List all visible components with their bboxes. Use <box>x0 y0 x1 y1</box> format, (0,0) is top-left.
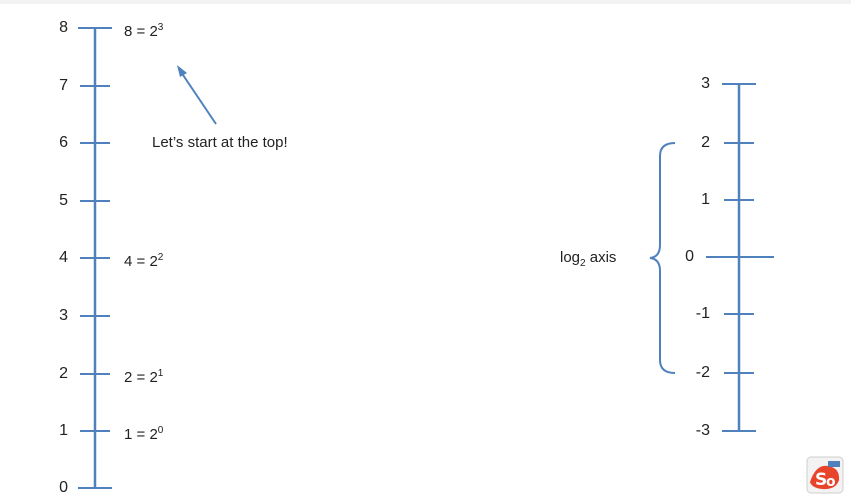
right-tick-label: 2 <box>701 134 710 151</box>
left-tick-label: 1 <box>59 422 68 439</box>
left-axis-ticks <box>78 27 112 489</box>
right-tick-label: -3 <box>695 422 710 439</box>
left-tick-label: 2 <box>59 365 68 382</box>
left-tick-label: 0 <box>59 479 68 496</box>
callout-text: Let’s start at the top! <box>152 134 288 151</box>
left-tick-label: 3 <box>59 307 68 324</box>
right-axis-ticks <box>706 83 774 432</box>
right-tick-label: 3 <box>701 75 710 92</box>
log2-axis-label: log2 axis <box>560 249 617 269</box>
power-label: 1 = 20 <box>124 425 164 443</box>
left-tick-label: 7 <box>59 77 68 94</box>
curly-brace <box>649 142 676 374</box>
power-label: 4 = 22 <box>124 252 164 270</box>
arrow-line <box>180 71 217 125</box>
left-tick-label: 8 <box>59 19 68 36</box>
top-border <box>0 0 851 4</box>
svg-text:S: S <box>815 470 827 490</box>
left-tick-label: 5 <box>59 192 68 209</box>
svg-text:o: o <box>826 474 836 490</box>
right-tick-label: 0 <box>685 248 694 265</box>
sci-show-logo-icon: S o <box>806 456 844 494</box>
arrow-head <box>177 65 187 77</box>
left-tick-label: 4 <box>59 249 68 266</box>
power-label: 8 = 23 <box>124 22 164 40</box>
left-tick-label: 6 <box>59 134 68 151</box>
right-tick-label: -2 <box>695 364 710 381</box>
power-label: 2 = 21 <box>124 368 164 386</box>
right-tick-label: 1 <box>701 191 710 208</box>
right-tick-label: -1 <box>695 305 710 322</box>
